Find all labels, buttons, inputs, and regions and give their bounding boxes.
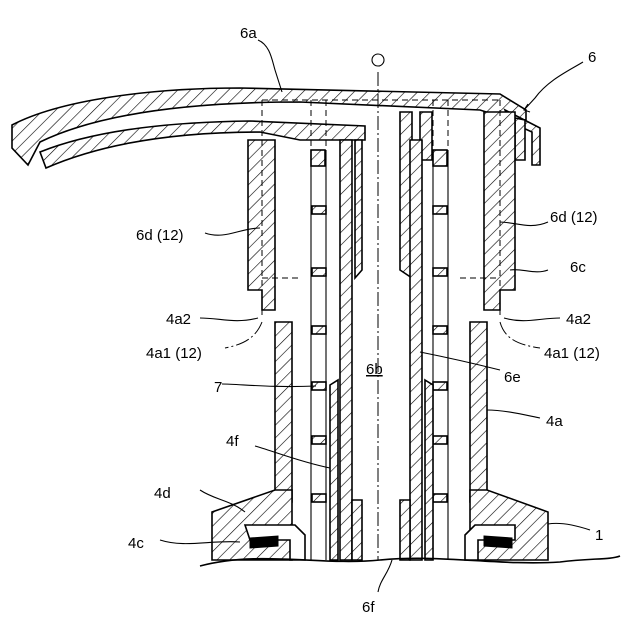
label-6c: 6c [570,259,586,276]
label-6d-right: 6d (12) [550,209,598,226]
inner-tube-6e [340,140,422,560]
label-7: 7 [214,379,222,396]
label-4d: 4d [154,485,171,502]
label-6: 6 [588,49,596,66]
label-4a1-left: 4a1 (12) [146,345,202,362]
skirt-6c [248,112,515,310]
label-4a1-right: 4a1 (12) [544,345,600,362]
label-6b: 6b [366,361,383,378]
label-4a2-left: 4a2 [166,311,191,328]
label-4f: 4f [226,433,239,450]
label-4a2-right: 4a2 [566,311,591,328]
label-6d-left: 6d (12) [136,227,184,244]
label-6e: 6e [504,369,521,386]
center-axis [372,54,384,560]
label-4c: 4c [128,535,144,552]
label-6a: 6a [240,25,257,42]
label-4a: 4a [546,413,563,430]
label-1: 1 [595,527,603,544]
label-6f: 6f [362,599,375,616]
